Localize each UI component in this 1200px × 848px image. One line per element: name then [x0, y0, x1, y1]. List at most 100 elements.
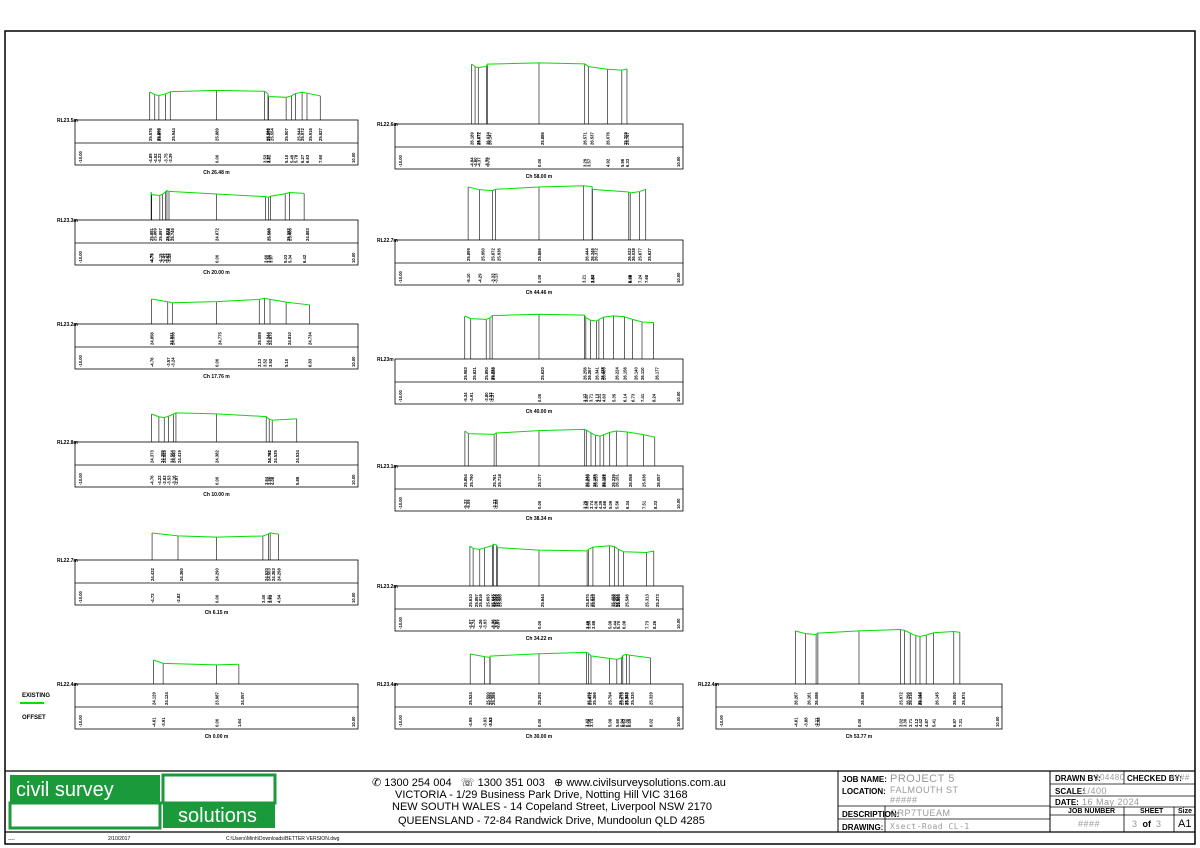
- offset-label: -3.91: [161, 717, 166, 727]
- offset-label: -3.08: [494, 499, 499, 509]
- location-label: LOCATION:: [842, 787, 886, 796]
- offset-label: 10.00: [351, 716, 356, 727]
- offset-label: 5.94: [620, 718, 625, 727]
- level-label: 25.330: [630, 692, 635, 705]
- offset-label: -10.00: [78, 354, 83, 367]
- offset-label: 10.00: [351, 592, 356, 603]
- offset-label: -10.00: [398, 616, 403, 629]
- level-label: 24.734: [308, 332, 313, 345]
- offset-label: 5.96: [620, 158, 625, 167]
- title-block-frame: [5, 770, 1195, 833]
- checked-by-label: CHECKED BY:: [1127, 774, 1182, 783]
- offset-label: 0.00: [215, 358, 220, 367]
- offset-label: 3.02: [899, 718, 904, 727]
- offset-label: 7.41: [640, 393, 645, 402]
- offset-label: 5.35: [611, 393, 616, 402]
- level-label: 24.870: [268, 332, 273, 345]
- job-name-label: JOB NAME:: [842, 775, 887, 784]
- level-label: 25.273: [655, 594, 660, 607]
- level-label: 25.795: [618, 692, 623, 705]
- offset-label: -10.00: [78, 150, 83, 163]
- level-label: 25.869: [153, 228, 158, 241]
- section-datum-label: RL22.7m: [57, 558, 78, 564]
- location-value-1: FALMOUTH ST: [890, 785, 959, 795]
- offset-label: 10.00: [676, 618, 681, 629]
- offset-label: -4.22: [157, 475, 162, 485]
- offset-label: 3.92: [268, 358, 273, 367]
- level-label: 24.545: [162, 450, 167, 463]
- offset-label: -10.00: [398, 389, 403, 402]
- phone-number: 1300 254 004: [384, 777, 452, 789]
- offset-label: 6.33: [625, 158, 630, 167]
- offset-label: 5.70: [616, 620, 621, 629]
- level-label: 25.566: [613, 594, 618, 607]
- offset-label: 4.39: [598, 500, 603, 509]
- level-label: 24.911: [169, 332, 174, 345]
- level-label: 25.889: [215, 128, 220, 141]
- level-label: 25.794: [608, 692, 613, 705]
- level-label: 25.089: [257, 332, 262, 345]
- offset-label: -4.75: [150, 253, 155, 263]
- size-label: Size: [1178, 808, 1193, 815]
- level-label: 24.298: [276, 568, 281, 581]
- level-label: 25.385: [491, 692, 496, 705]
- offset-label: 3.29: [583, 158, 588, 167]
- offset-label: -4.89: [148, 153, 153, 163]
- offset-label: 10.00: [351, 356, 356, 367]
- offset-label: 7.31: [958, 718, 963, 727]
- offset-label: 6.87: [952, 718, 957, 727]
- level-label: 24.057: [240, 692, 245, 705]
- offset-label: -3.94: [161, 253, 166, 263]
- level-label: 26.050: [952, 692, 957, 705]
- offset-label: 5.78: [293, 154, 298, 163]
- offset-label: 10.00: [351, 474, 356, 485]
- offset-label: -3.39: [168, 153, 173, 163]
- offset-label: -4.61: [152, 717, 157, 727]
- offset-label: 6.03: [621, 718, 626, 727]
- level-label: 25.950: [480, 248, 485, 261]
- drawing-value: Xsect-Road CL-1: [890, 822, 970, 831]
- section-datum-label: RL23.2m: [57, 322, 78, 328]
- section-chainage-label: Ch 10.00 m: [203, 492, 230, 498]
- existing-surface-line: [151, 412, 297, 421]
- section-datum-label: RL22.8m: [57, 440, 78, 446]
- level-label: 25.767: [625, 132, 630, 145]
- level-label: 26.072: [476, 132, 481, 145]
- level-label: 25.899: [466, 248, 471, 261]
- section-chainage-label: Ch 58.00 m: [526, 174, 553, 180]
- drawn-by-value: 104480: [1095, 773, 1125, 782]
- legend-existing-label: EXISTING: [22, 693, 51, 699]
- offset-label: -10.00: [78, 590, 83, 603]
- offset-label: -10.00: [398, 154, 403, 167]
- offset-label: 7.73: [644, 620, 649, 629]
- level-label: 26.298: [586, 474, 591, 487]
- offset-label: 6.73: [631, 393, 636, 402]
- offset-label: -3.05: [495, 619, 500, 629]
- level-label: 25.884: [167, 228, 172, 241]
- offset-label: 3.64: [264, 476, 269, 485]
- level-label: 25.870: [585, 594, 590, 607]
- level-label: 25.524: [468, 692, 473, 705]
- offset-label: -4.29: [477, 273, 482, 283]
- offset-label: -3.11: [814, 717, 819, 727]
- offset-label: 5.88: [295, 476, 300, 485]
- offset-label: 4.42: [918, 718, 923, 727]
- website-link[interactable]: www.civilsurveysolutions.com.au: [566, 777, 726, 789]
- level-label: 26.058: [628, 474, 633, 487]
- phone-icon: ✆: [372, 777, 382, 789]
- level-label: 25.870: [157, 128, 162, 141]
- level-label: 26.185: [592, 474, 597, 487]
- level-label: 26.161: [806, 692, 811, 705]
- section-chainage-label: Ch 17.76 m: [203, 374, 230, 380]
- level-label: 24.950: [170, 332, 175, 345]
- section-datum-label: RL22.4m: [698, 682, 719, 688]
- level-label: 25.637: [647, 248, 652, 261]
- level-label: 26.267: [587, 367, 592, 380]
- level-label: 26.316: [908, 692, 913, 705]
- level-label: 25.566: [266, 128, 271, 141]
- job-name-value: PROJECT 5: [890, 773, 955, 785]
- brand-line2: solutions: [178, 805, 257, 827]
